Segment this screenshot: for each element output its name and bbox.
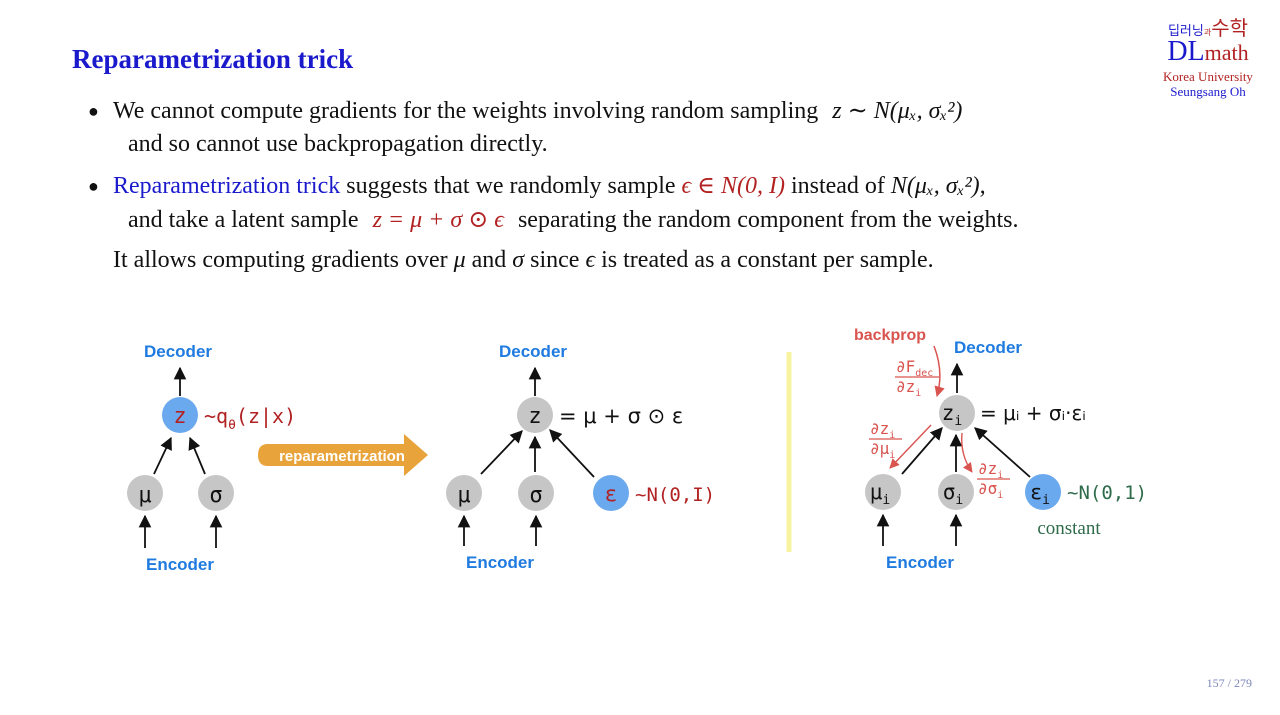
note-line: It allows computing gradients over μ and… <box>113 247 934 274</box>
bullet-2-cont-formula: z = μ + σ ⊙ ϵ <box>372 207 504 233</box>
course-logo: 딥러닝과수학 DLmath Korea University Seungsang… <box>1158 18 1258 100</box>
latent-node-z <box>939 395 975 431</box>
note-and: and <box>471 247 507 273</box>
arrow-eps-to-z <box>974 427 1031 478</box>
arrow-sigma-to-z <box>188 436 206 475</box>
constant-label: constant <box>1037 518 1101 539</box>
encoder-label: Encoder <box>886 553 954 572</box>
diagram-reparametrized: Decoder z = μ + σ ⊙ ε μ σ ε ~N(0,I) Enco… <box>446 342 715 572</box>
epsilon-node <box>1025 474 1061 510</box>
epsilon-distribution: ~N(0,1) <box>1067 482 1147 504</box>
bullet-dot: ● <box>88 176 99 196</box>
note-post: is treated as a constant per sample. <box>601 247 934 273</box>
bullet-2-term: Reparametrization trick <box>113 173 341 199</box>
decoder-label: Decoder <box>954 338 1022 357</box>
logo-korean: 딥러닝과수학 <box>1158 18 1258 41</box>
grad-decoder-fraction: ∂Fdec ∂zi <box>895 357 939 399</box>
logo-dlmath: DLmath <box>1158 36 1258 69</box>
epsilon-label: ε <box>605 482 618 506</box>
logo-university: Korea University <box>1163 69 1253 84</box>
epsilon-distribution: ~N(0,I) <box>635 484 715 506</box>
logo-korean-left: 딥러닝 <box>1167 24 1204 39</box>
page-number: 157 / 279 <box>1206 676 1252 690</box>
backprop-arrow-decoder <box>933 345 945 398</box>
decoder-label: Decoder <box>144 342 212 361</box>
arrow-eps-to-z <box>549 429 595 478</box>
encoder-label: Encoder <box>466 553 534 572</box>
epsilon-label: εi <box>1030 480 1050 508</box>
sigma-node <box>938 474 974 510</box>
slide-title: Reparametrization trick <box>72 44 354 74</box>
svg-text:∂zi: ∂zi <box>870 419 895 441</box>
logo-korean-right: 수학 <box>1211 16 1249 40</box>
decoder-label: Decoder <box>499 342 567 361</box>
svg-text:∂zi: ∂zi <box>896 377 921 399</box>
grad-mu-fraction: ∂zi ∂μi <box>869 419 902 461</box>
mu-node <box>865 474 901 510</box>
backprop-label: backprop <box>854 327 926 344</box>
bullet-2-text2: instead of <box>790 173 885 199</box>
bullet-dot: ● <box>88 101 99 121</box>
latent-node-z <box>517 397 553 433</box>
sigma-label: σ <box>209 483 222 508</box>
mu-label: μi <box>870 480 890 508</box>
bullet-1-cont: and so cannot use backpropagation direct… <box>128 131 548 157</box>
latent-z-label: z <box>173 404 186 429</box>
bullet-2-line: Reparametrization trick suggests that we… <box>113 171 986 200</box>
bullet-2-formula2: N(μₓ, σₓ²), <box>890 173 986 199</box>
arrow-mu-to-z <box>153 436 172 475</box>
logo-author: Seungsang Oh <box>1170 84 1246 99</box>
arrow-mu-to-z <box>901 427 943 475</box>
sigma-label: σi <box>943 480 963 508</box>
latent-distribution: ~qθ(z|x) <box>204 404 296 433</box>
bullet-2-formula: ϵ ∈ N(0, I) <box>681 173 785 199</box>
epsilon-node <box>593 475 629 511</box>
note-pre: It allows computing gradients over <box>113 247 448 273</box>
bullet-2-cont-post: separating the random component from the… <box>517 207 1019 233</box>
logo-math: math <box>1204 40 1249 65</box>
encoder-label: Encoder <box>146 555 214 574</box>
bullet-1-text: We cannot compute gradients for the weig… <box>113 98 819 124</box>
latent-formula: = μᵢ + σᵢ·εᵢ <box>980 401 1086 425</box>
note-eps: ϵ <box>585 247 596 273</box>
bullet-1-line: We cannot compute gradients for the weig… <box>113 96 962 125</box>
mu-node <box>446 475 482 511</box>
sigma-node <box>518 475 554 511</box>
note-since: since <box>530 247 580 273</box>
reparametrization-arrow: reparametrization <box>258 434 428 476</box>
backprop-arrow-mu <box>889 424 932 469</box>
mu-label: μ <box>138 483 151 508</box>
bullet-1-formula: z ∼ N(μₓ, σₓ²) <box>832 98 963 124</box>
bullet-2-text: suggests that we randomly sample <box>346 173 676 199</box>
diagram-sampling: Decoder z ~qθ(z|x) μ σ Encoder <box>127 342 296 574</box>
bullet-2-cont-pre: and take a latent sample <box>128 207 359 233</box>
latent-z-label: zi <box>942 401 962 429</box>
bullet-2-cont: and take a latent sample z = μ + σ ⊙ ϵ s… <box>128 205 1019 234</box>
svg-text:∂σi: ∂σi <box>978 479 1003 501</box>
svg-text:∂zi: ∂zi <box>978 459 1003 481</box>
sigma-label: σ <box>529 483 542 508</box>
grad-sigma-fraction: ∂zi ∂σi <box>977 459 1010 501</box>
mu-label: μ <box>457 483 470 508</box>
mu-node <box>127 475 163 511</box>
latent-formula: = μ + σ ⊙ ε <box>559 404 683 428</box>
svg-text:∂Fdec: ∂Fdec <box>896 357 933 379</box>
logo-dl: DL <box>1167 36 1205 67</box>
reparametrization-label: reparametrization <box>279 448 405 465</box>
backprop-arrow-sigma <box>961 432 973 473</box>
sigma-node <box>198 475 234 511</box>
diagram-backprop: backprop Decoder ∂Fdec ∂zi zi = μᵢ + σᵢ·… <box>854 327 1147 572</box>
note-mu: μ <box>453 247 466 273</box>
latent-node-z <box>162 397 198 433</box>
note-sigma: σ <box>512 247 525 273</box>
logo-korean-mid: 과 <box>1203 28 1212 37</box>
svg-text:∂μi: ∂μi <box>870 439 895 461</box>
latent-z-label: z <box>528 404 541 429</box>
arrow-mu-to-z <box>480 430 523 475</box>
